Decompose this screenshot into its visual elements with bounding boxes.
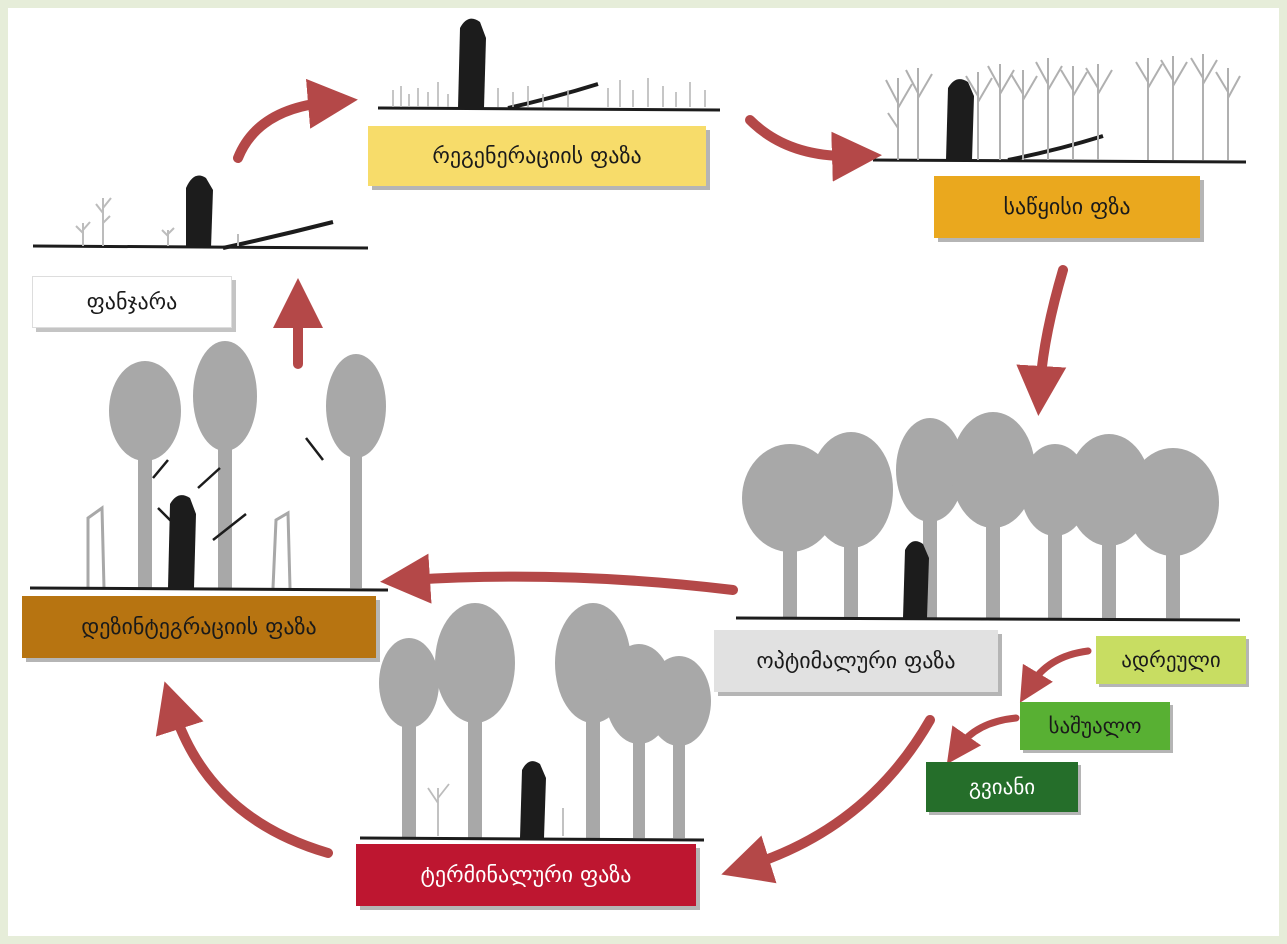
forest-cycle-diagram: ფანჯარა რეგენერაციის ფაზა საწყისი ფზა ოპ… bbox=[8, 8, 1279, 936]
arrow-regeneration-to-initial bbox=[745, 115, 882, 182]
gap-label: ფანჯარა bbox=[32, 276, 232, 328]
arrow-initial-to-optimal bbox=[1016, 265, 1068, 416]
terminal-label: ტერმინალური ფაზა bbox=[356, 844, 696, 906]
optimal-label: ოპტიმალური ფაზა bbox=[714, 630, 998, 692]
arrow-early-to-optimal bbox=[1019, 647, 1092, 703]
initial-label: საწყისი ფზა bbox=[934, 176, 1200, 238]
gap-scene bbox=[32, 175, 369, 250]
disintegration-scene bbox=[29, 341, 389, 592]
regeneration-label: რეგენერაციის ფაზა bbox=[368, 126, 706, 186]
regeneration-scene bbox=[377, 18, 721, 112]
cycle-arrows bbox=[155, 78, 1068, 884]
optimal-scene bbox=[735, 412, 1241, 622]
arrow-optimal-to-disintegration bbox=[380, 553, 738, 604]
disintegration-label: დეზინტეგრაციის ფაზა bbox=[22, 596, 376, 658]
arrow-middle-to-late bbox=[946, 714, 1020, 765]
diagram-artwork bbox=[29, 18, 1247, 884]
arrow-optimal-to-terminal bbox=[721, 715, 935, 884]
arrow-terminal-to-disintegration bbox=[155, 681, 333, 858]
substage-arrows bbox=[946, 647, 1092, 765]
late-stage-label: გვიანი bbox=[926, 762, 1078, 812]
terminal-scene bbox=[359, 603, 711, 842]
initial-scene bbox=[872, 54, 1247, 164]
early-stage-label: ადრეული bbox=[1096, 636, 1246, 684]
arrow-gap-to-regeneration bbox=[233, 78, 358, 163]
middle-stage-label: საშუალო bbox=[1020, 702, 1170, 750]
